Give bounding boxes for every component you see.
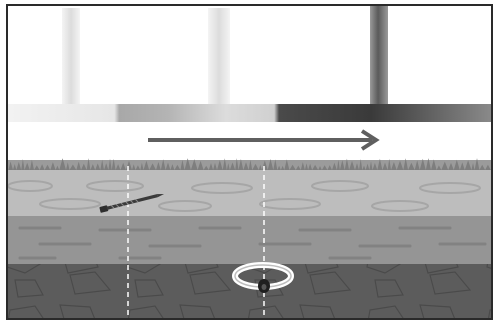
pole-ghost-1 [62, 8, 80, 108]
detector-pole [370, 6, 388, 108]
detector-bar [8, 104, 492, 122]
soil-middle [8, 216, 492, 264]
soil-stones [8, 264, 492, 318]
pole-ghost-2 [208, 8, 230, 108]
